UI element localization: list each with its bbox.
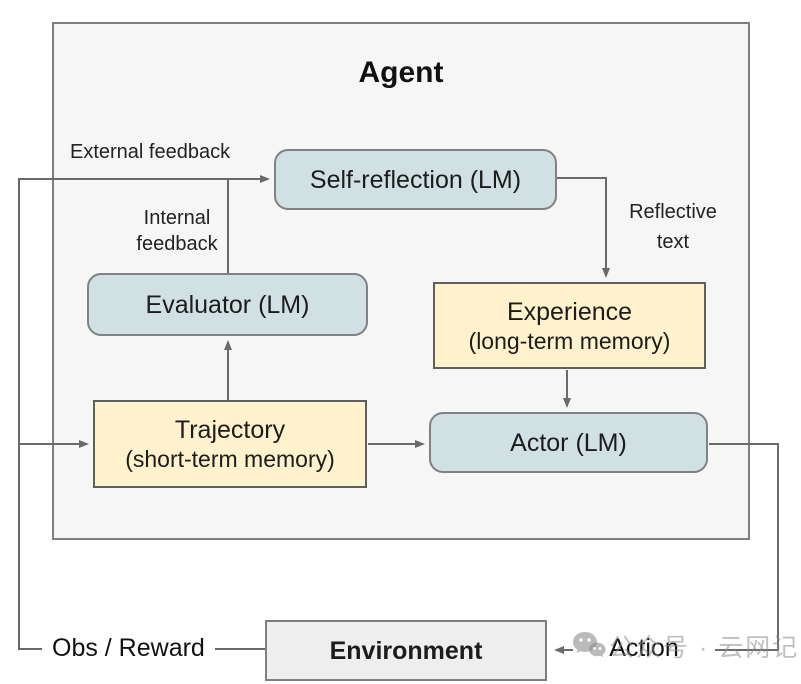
internal-feedback-label: Internal feedback (136, 207, 218, 255)
node-self-reflection: Self-reflection (LM) (274, 149, 557, 210)
node-trajectory: Trajectory (short-term memory) (93, 400, 367, 488)
reflective-text-label: Reflective text (629, 201, 717, 253)
edge-actor-to-environment (554, 443, 779, 654)
node-environment: Environment (265, 620, 547, 681)
node-experience: Experience (long-term memory) (433, 282, 706, 369)
obs-reward-label: Obs / Reward (42, 633, 215, 664)
evaluator-label: Evaluator (LM) (145, 290, 310, 319)
action-label: Action (573, 633, 715, 664)
actor-label: Actor (LM) (510, 428, 627, 457)
edge-selfreflection-to-experience (557, 177, 610, 278)
node-evaluator: Evaluator (LM) (87, 273, 368, 336)
self-reflection-label: Self-reflection (LM) (309, 165, 522, 194)
trajectory-label: Trajectory (174, 416, 286, 444)
environment-label: Environment (329, 636, 483, 665)
external-feedback-label: External feedback (70, 141, 231, 163)
agent-title: Agent (358, 56, 444, 89)
trajectory-sublabel: (short-term memory) (125, 446, 335, 472)
node-actor: Actor (LM) (429, 412, 708, 473)
experience-sublabel: (long-term memory) (468, 327, 671, 354)
experience-label: Experience (506, 297, 633, 326)
